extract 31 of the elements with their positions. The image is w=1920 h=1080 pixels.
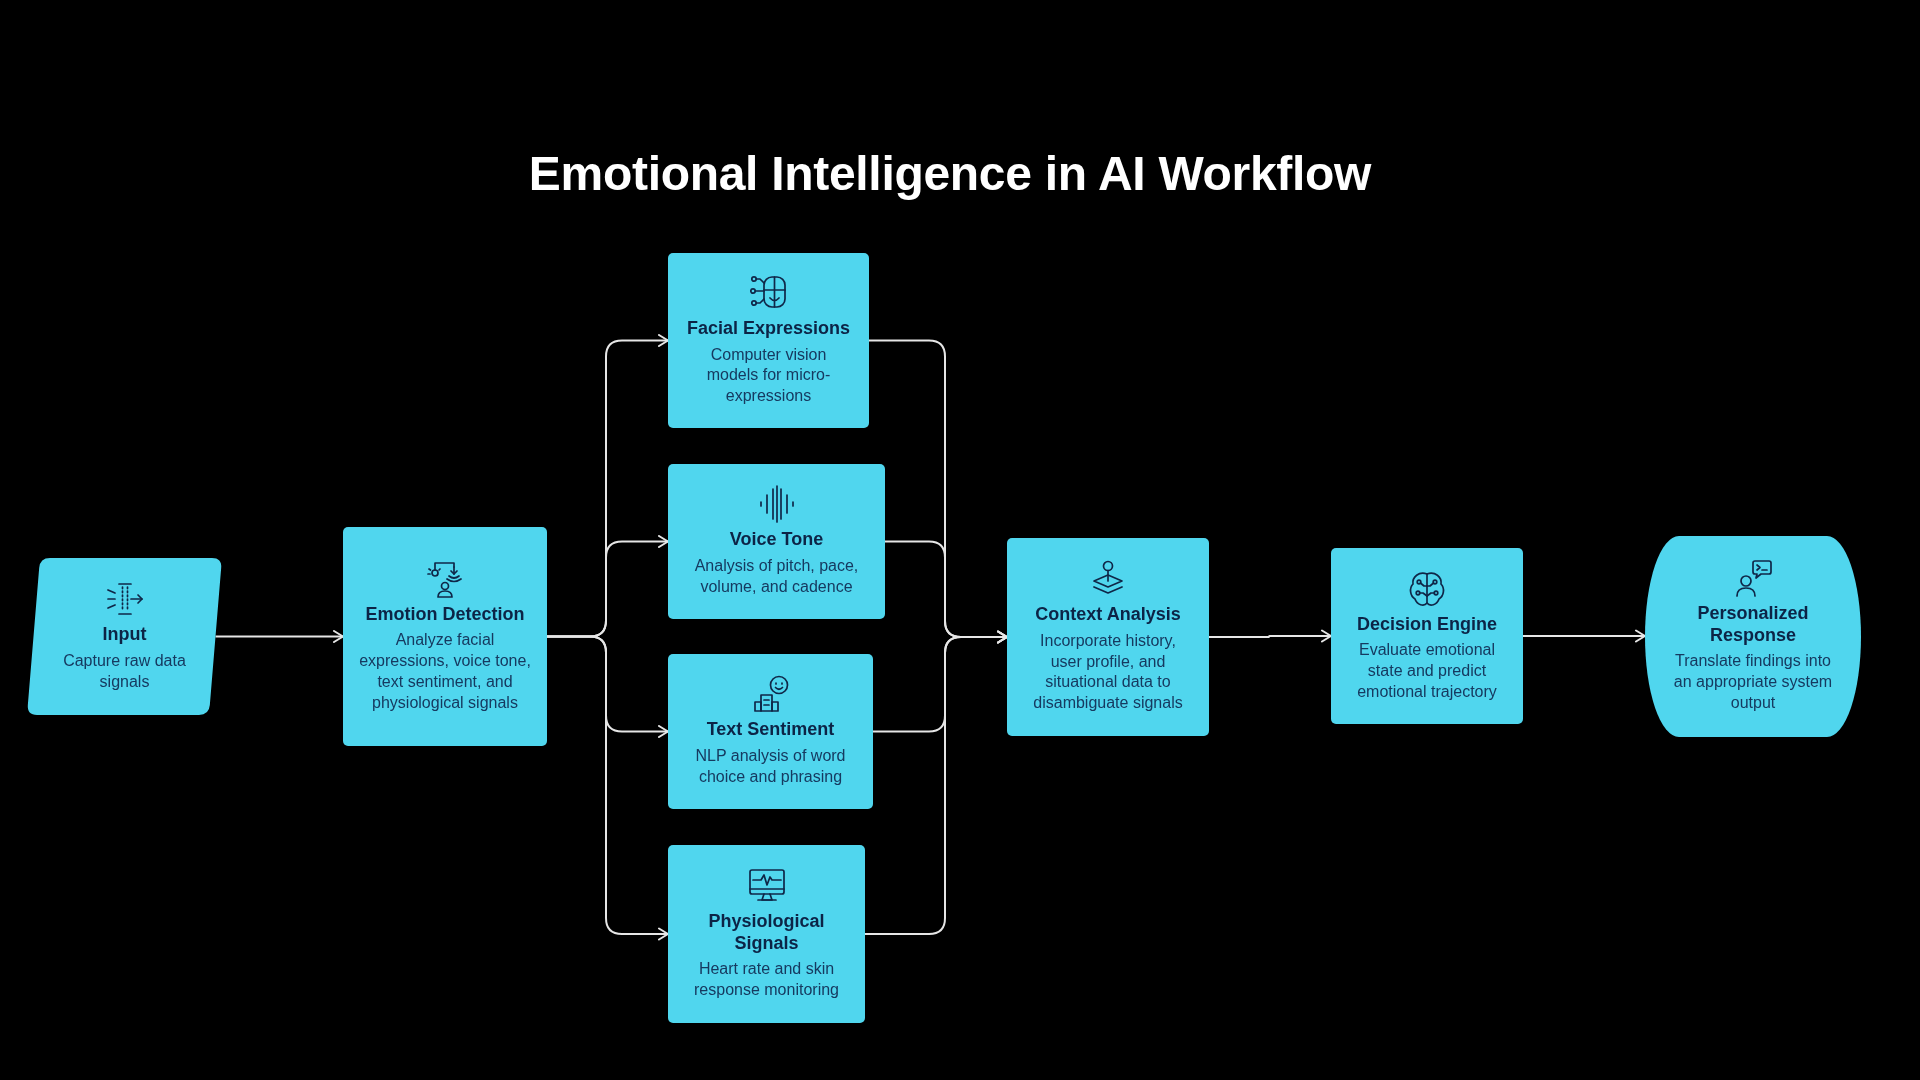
arrow bbox=[1522, 629, 1646, 643]
process-box bbox=[668, 845, 865, 1023]
node-title: Text Sentiment bbox=[706, 719, 835, 741]
node-description: Analysis of pitch, pace, volume, and cadence bbox=[693, 556, 860, 597]
arrow bbox=[214, 630, 344, 643]
node-description: Heart rate and skin response monitoring bbox=[693, 959, 840, 1001]
node-title: Personalized Response bbox=[1696, 603, 1810, 647]
node-description: Capture raw data signals bbox=[62, 651, 187, 692]
process-box bbox=[668, 253, 869, 428]
process-box bbox=[1007, 538, 1209, 736]
node-title: Input bbox=[102, 624, 147, 646]
node-description: Evaluate emotional state and predict emotional trajectory bbox=[1356, 640, 1498, 702]
node-description: Translate findings into an appropriate system output bbox=[1672, 651, 1834, 713]
process-box bbox=[668, 654, 873, 809]
arrow bbox=[546, 635, 669, 941]
node-title: Context Analysis bbox=[1035, 604, 1181, 626]
node-description: Incorporate history, user profile, and situational data to disambiguate signals bbox=[1032, 630, 1184, 714]
arrow bbox=[1208, 629, 1332, 643]
node-title: Facial Expressions bbox=[686, 318, 851, 340]
arrow bbox=[864, 630, 1008, 935]
process-box bbox=[668, 464, 885, 619]
process-box bbox=[1331, 548, 1523, 724]
node-title: Voice Tone bbox=[729, 529, 824, 551]
process-box bbox=[343, 527, 547, 746]
node-title: Emotion Detection bbox=[365, 603, 525, 626]
node-description: NLP analysis of word choice and phrasing bbox=[694, 746, 847, 787]
node-description: Analyze facial expressions, voice tone, text sentiment, and physiological signals bbox=[359, 630, 531, 713]
diagram-title: Emotional Intelligence in AI Workflow bbox=[528, 146, 1372, 202]
node-title: Decision Engine bbox=[1357, 613, 1497, 636]
node-description: Computer vision models for micro-expressions bbox=[705, 344, 832, 407]
node-title: Physiological Signals bbox=[707, 911, 826, 955]
